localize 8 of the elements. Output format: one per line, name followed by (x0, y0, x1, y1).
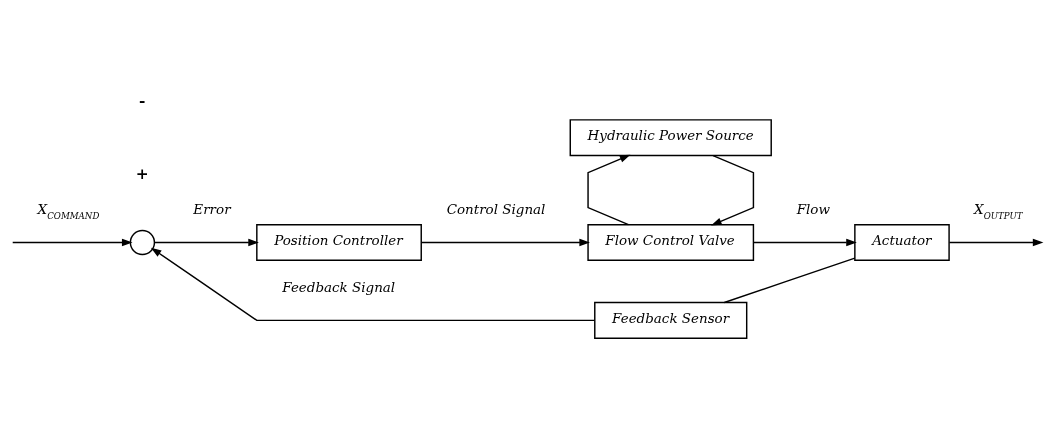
edge-label: X$_{OUTPUT}$ (974, 201, 1023, 221)
label: - (139, 91, 146, 110)
edge-label: Error (193, 201, 231, 217)
edge-label: Feedback Signal (282, 279, 396, 295)
edge-label: Control Signal (446, 201, 546, 217)
edge-label: Flow (796, 201, 830, 217)
edge-label: X$_{COMMAND}$ (37, 201, 100, 221)
label: + (135, 164, 149, 183)
